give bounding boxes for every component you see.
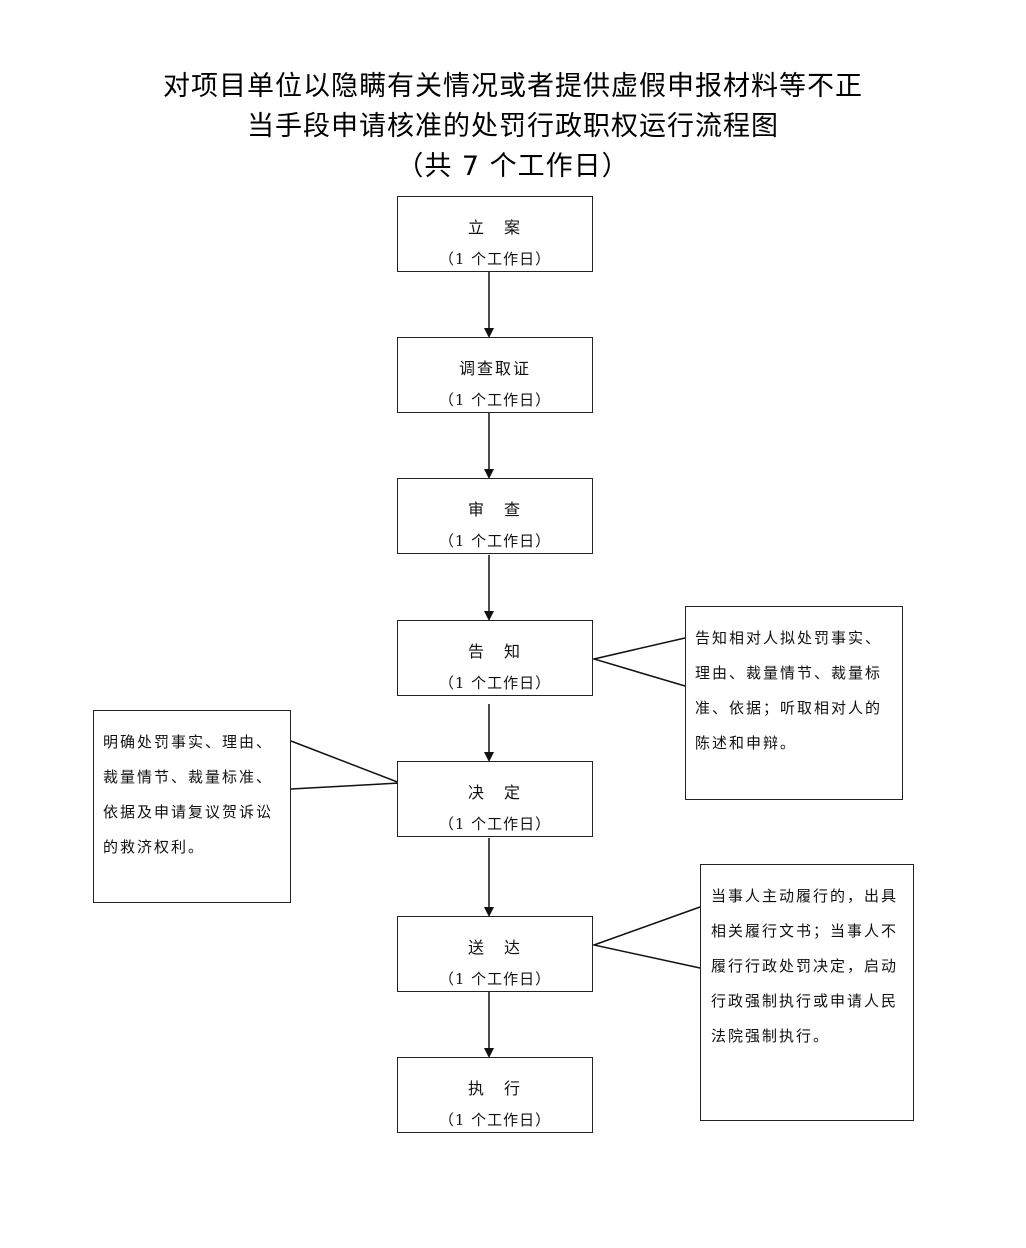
step-execute: 执 行 （1 个工作日） (397, 1057, 593, 1133)
step-label: 立 案 (467, 218, 522, 237)
step-investigate: 调查取证 （1 个工作日） (397, 337, 593, 413)
chart-subtitle-duration: （共 7 个工作日） (396, 151, 630, 182)
step-label: 送 达 (467, 938, 522, 957)
step-register-case: 立 案 （1 个工作日） (397, 196, 593, 272)
step-duration: （1 个工作日） (438, 815, 552, 833)
step-label: 执 行 (467, 1079, 522, 1098)
step-duration: （1 个工作日） (438, 1111, 552, 1129)
chart-title-line-2: 当手段申请核准的处罚行政职权运行流程图 (247, 111, 779, 142)
step-duration: （1 个工作日） (438, 970, 552, 988)
callout-pointer-notice (591, 637, 686, 687)
step-notify: 告 知 （1 个工作日） (397, 620, 593, 696)
callout-pointer-decision (290, 740, 401, 790)
step-duration: （1 个工作日） (438, 532, 552, 550)
note-delivery-execution: 当事人主动履行的，出具相关履行文书；当事人不履行行政处罚决定，启动行政强制执行或… (700, 864, 914, 1121)
note-decision-content: 明确处罚事实、理由、裁量情节、裁量标准、依据及申请复议贺诉讼的救济权利。 (93, 710, 291, 903)
step-label: 审 查 (467, 500, 522, 519)
step-duration: （1 个工作日） (438, 674, 552, 692)
step-label: 告 知 (467, 642, 522, 661)
note-notification-content: 告知相对人拟处罚事实、理由、裁量情节、裁量标准、依据；听取相对人的陈述和申辩。 (685, 606, 903, 800)
step-label: 调查取证 (458, 359, 531, 378)
step-decide: 决 定 （1 个工作日） (397, 761, 593, 837)
chart-title-line-1: 对项目单位以隐瞒有关情况或者提供虚假申报材料等不正 (163, 71, 863, 102)
step-label: 决 定 (467, 783, 522, 802)
step-duration: （1 个工作日） (438, 391, 552, 409)
step-review: 审 查 （1 个工作日） (397, 478, 593, 554)
step-deliver: 送 达 （1 个工作日） (397, 916, 593, 992)
callout-pointer-delivery (591, 906, 701, 969)
step-duration: （1 个工作日） (438, 250, 552, 268)
